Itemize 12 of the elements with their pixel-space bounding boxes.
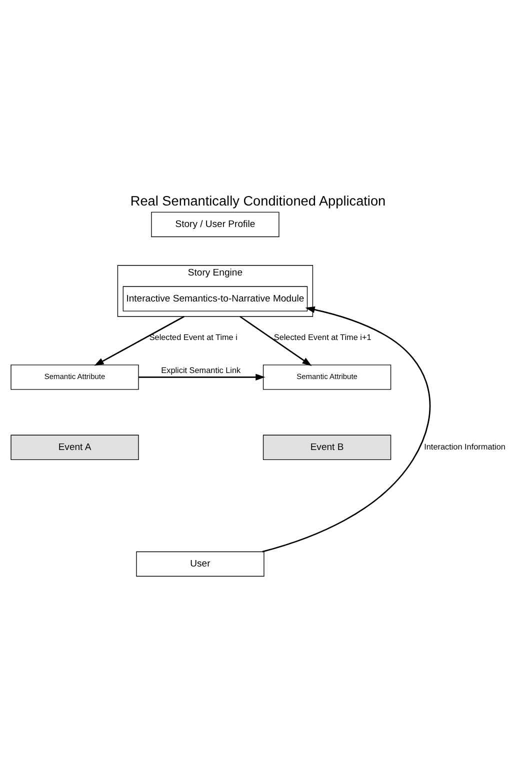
diagram-title: Real Semantically Conditioned Application <box>130 192 386 208</box>
node-box: Interactive Semantics-to-Narrative Module <box>122 286 308 311</box>
node-box: User <box>136 550 264 576</box>
node-box: Event B <box>262 434 392 460</box>
node-box: Semantic Attribute <box>10 364 139 390</box>
arrow <box>138 373 266 380</box>
arrow <box>262 306 430 552</box>
node-box: Event A <box>10 434 139 460</box>
node-box: Semantic Attribute <box>262 364 392 390</box>
node-box: Story / User Profile <box>151 211 280 237</box>
arrow <box>240 315 312 366</box>
arrow <box>94 315 184 366</box>
